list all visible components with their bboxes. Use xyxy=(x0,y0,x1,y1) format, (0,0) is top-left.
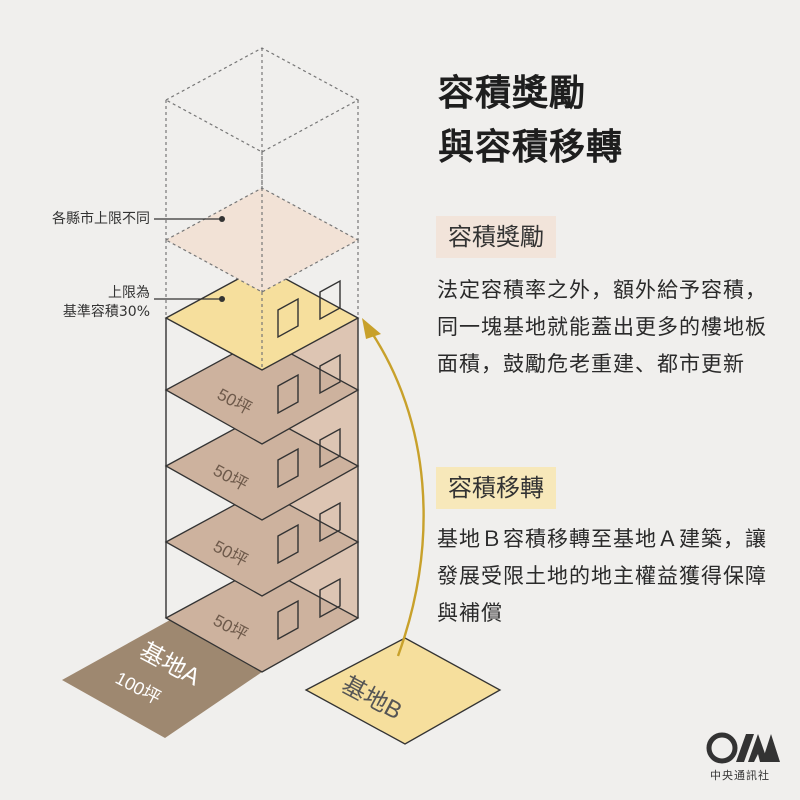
window-icon xyxy=(277,297,299,339)
bonus-limit-callout-line-2: 基準容積30% xyxy=(62,304,150,320)
window-icon xyxy=(319,279,341,321)
bonus-limit-callout-line-1: 上限為 xyxy=(108,285,150,301)
cna-logo-icon xyxy=(706,732,780,764)
floor-slab-2 xyxy=(164,489,360,597)
window-icon xyxy=(319,501,341,543)
page-title-line-2: 與容積移轉 xyxy=(438,127,624,168)
transfer-arrowhead xyxy=(362,318,381,339)
window-icon xyxy=(319,577,341,619)
section-heading-award: 容積獎勵 xyxy=(436,216,556,258)
window-icon xyxy=(277,599,299,641)
section-body-transfer: 基地Ｂ容積移轉至基地Ａ建築，讓發展受限土地的地主權益獲得保障與補償 xyxy=(437,527,767,625)
floor-slab-3 xyxy=(164,413,360,521)
section-heading-transfer: 容積移轉 xyxy=(436,467,556,509)
base-a-slab xyxy=(62,620,262,738)
floor-slab-1 xyxy=(164,565,360,673)
county-limit-slab xyxy=(164,187,360,293)
window-icon xyxy=(277,447,299,489)
county-limit-callout: 各縣市上限不同 xyxy=(52,211,150,227)
county-limit-dot xyxy=(219,216,225,222)
section-body-award: 法定容積率之外，額外給予容積，同一塊基地就能蓋出更多的樓地板面積，鼓勵危老重建、… xyxy=(437,278,767,376)
page-title-line-1: 容積獎勵 xyxy=(438,73,587,114)
base-b-slab xyxy=(304,637,502,745)
transfer-arrow xyxy=(369,329,425,657)
bonus-limit-dot xyxy=(219,296,225,302)
window-icon xyxy=(319,427,341,469)
top-dotted-cube-roof xyxy=(164,47,360,153)
floor-slab-4 xyxy=(164,337,360,445)
window-icon xyxy=(277,373,299,415)
window-icon xyxy=(319,353,341,395)
logo-caption: 中央通訊社 xyxy=(710,769,770,782)
bonus-limit-callout: 上限為 基準容積30% xyxy=(63,284,150,322)
windows xyxy=(277,279,341,641)
window-icon xyxy=(277,523,299,565)
